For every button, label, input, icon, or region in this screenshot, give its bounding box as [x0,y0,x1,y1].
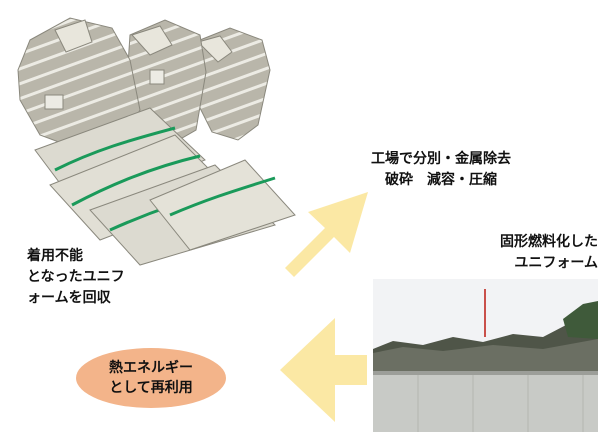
heat-line2: として再利用 [109,380,193,396]
factory-step-line1: 工場で分別・金属除去 [371,151,511,167]
factory-step-label: 工場で分別・金属除去 破砕 減容・圧縮 [331,149,551,191]
fuel-line1: 固形燃料化した [500,234,598,250]
arrow-left [280,318,367,422]
collect-line3: ォームを回収 [27,290,111,306]
collect-label: 着用不能 となったユニフ ォームを回収 [27,246,197,309]
heat-reuse-badge: 熱エネルギー として再利用 [76,348,226,408]
fuel-photo [373,279,598,432]
pants-pile [34,107,296,266]
fuel-label: 固形燃料化した ユニフォーム [400,232,600,274]
collect-line2: となったユニフ [27,269,125,285]
factory-step-line2: 破砕 減容・圧縮 [385,172,497,188]
fuel-line2: ユニフォーム [514,255,598,271]
arrow-down-right [285,192,368,277]
collect-line1: 着用不能 [27,248,83,264]
heat-line1: 熱エネルギー [109,360,193,376]
